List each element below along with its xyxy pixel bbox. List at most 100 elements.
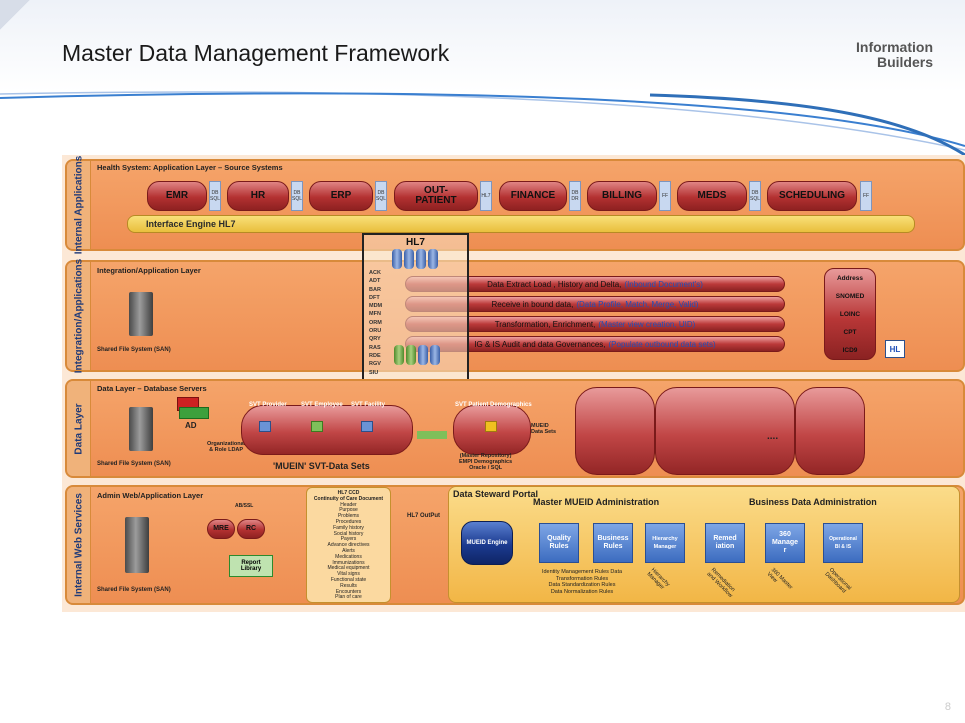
connector: DB SQL (749, 181, 761, 211)
server-icon (129, 292, 153, 336)
pipe-transformation: Transformation, Enrichment,(Master view … (405, 316, 785, 332)
band-label: Integration/Applications (67, 259, 91, 373)
db-cylinder (406, 345, 416, 365)
operational-bi-tile: Operational BI & IS (823, 523, 863, 563)
system-billing: BILLING (587, 181, 657, 211)
db-cylinder (418, 345, 428, 365)
band-heading: Data Layer – Database Servers (97, 384, 207, 393)
server-icon (129, 407, 153, 451)
mueid-engine: MUEID Engine (461, 521, 513, 565)
quality-rules-tile: Quality Rules (539, 523, 579, 563)
ad-label: AD (185, 421, 197, 430)
db-cluster-cylinder (655, 387, 795, 475)
db-cylinder (404, 249, 414, 269)
tree-node (361, 421, 373, 432)
connector: DB DR (569, 181, 581, 211)
reference-data-cylinder: Address SNOMED LOINC CPT ICD9 (824, 268, 876, 360)
svt-patient-label: SVT Patient Demographics (455, 402, 532, 408)
system-erp: ERP (309, 181, 373, 211)
mdm-framework-diagram: Internal Applications Health System: App… (62, 155, 965, 612)
db-cylinder (392, 249, 402, 269)
360-manager-tile: 360 Manage r (765, 523, 805, 563)
data-steward-portal: Data Steward Portal Master MUEID Adminis… (448, 486, 960, 603)
master-admin-title: Master MUEID Administration (533, 497, 660, 507)
tile-caption: Hierarchy Manager (645, 567, 671, 591)
tree-node (311, 421, 323, 432)
hl7-output-label: HL7 OutPut (407, 513, 440, 519)
pipe-audit-governance: IG & IS Audit and data Governances,(Popu… (405, 336, 785, 352)
arrow-icon (417, 431, 447, 439)
shared-file-system: Shared File System (SAN) (97, 347, 171, 353)
interface-engine-hl7: Interface Engine HL7 (127, 215, 915, 233)
band-label: Internal Applications (67, 156, 91, 254)
master-repository-label: (Master Repository) EMPI Demographics Or… (459, 453, 513, 471)
system-emr: EMR (147, 181, 207, 211)
tile-caption: 360 Master View (765, 567, 794, 591)
band-heading: Integration/Application Layer (97, 266, 201, 275)
pipe-receive-inbound: Receive in bound data,(Data Profile, Mat… (405, 296, 785, 312)
band-data-layer: Data Layer Data Layer – Database Servers… (65, 379, 965, 478)
db-cluster-cylinder (795, 387, 865, 475)
slide-header (0, 0, 965, 92)
band-label: Data Layer (67, 381, 91, 476)
shared-file-system: Shared File System (SAN) (97, 461, 171, 467)
corner-decoration (0, 0, 30, 30)
connector: DB SQL (375, 181, 387, 211)
rules-text: Identity Management Rules Data Transform… (541, 569, 623, 595)
server-icon (125, 517, 149, 573)
remediation-tile: Remed iation (705, 523, 745, 563)
svt-facility-label: SVT Facility (351, 402, 386, 408)
db-cylinder (428, 249, 438, 269)
mueid-data-sets-label: MUEID Data Sets (531, 423, 557, 435)
hl7-title: HL7 (406, 237, 425, 248)
hl-badge: HL (885, 340, 905, 358)
logo-line1: Information (856, 39, 933, 55)
band-internal-applications: Internal Applications Health System: App… (65, 156, 965, 254)
ssl-label: AB/SSL (235, 503, 254, 509)
svt-data-sets-label: 'MUEIN' SVT-Data Sets (273, 461, 370, 471)
band-integration: Integration/Applications Integration/App… (65, 259, 965, 373)
ad-tree (179, 407, 209, 419)
system-hr: HR (227, 181, 289, 211)
ldap-label: Organizational & Role LDAP (207, 441, 246, 453)
band-heading: Health System: Application Layer – Sourc… (97, 163, 283, 172)
band-label: Internal Web Services (67, 487, 91, 603)
page-number: 8 (944, 701, 951, 713)
db-cylinder (394, 345, 404, 365)
tile-caption: Remediation and Workflow (705, 567, 736, 599)
header-swoosh (0, 91, 965, 155)
portal-title: Data Steward Portal (453, 489, 539, 499)
svt-employee-label: SVT Employee (301, 402, 343, 408)
mre-box: MRE (207, 519, 235, 539)
rc-box: RC (237, 519, 265, 539)
db-cylinder (416, 249, 426, 269)
ccd-list: HL7 CCD Continuity of Care Document Head… (306, 487, 391, 603)
connector: DB SQL (291, 181, 303, 211)
hierarchy-manager-tile: Hierarchy Manager (645, 523, 685, 563)
report-library: Report Library (229, 555, 273, 577)
system-scheduling: SCHEDULING (767, 181, 857, 211)
connector: FF (659, 181, 671, 211)
logo-line2: Builders (876, 54, 933, 70)
system-finance: FINANCE (499, 181, 567, 211)
system-outpatient: OUT- PATIENT (394, 181, 478, 211)
pipe-extract-load: Data Extract Load , History and Delta,(I… (405, 276, 785, 292)
band-heading: Admin Web/Application Layer (97, 491, 204, 500)
shared-file-system: Shared File System (SAN) (97, 587, 171, 593)
business-admin-title: Business Data Administration (749, 497, 877, 507)
connector: HL7 (480, 181, 492, 211)
system-meds: MEDS (677, 181, 747, 211)
svt-provider-label: SVT Provider (249, 402, 287, 408)
db-cluster-cylinder (575, 387, 655, 475)
business-rules-tile: Business Rules (593, 523, 633, 563)
information-builders-logo: Information Builders (856, 40, 933, 70)
connector: DB SQL (209, 181, 221, 211)
connector: FF (860, 181, 872, 211)
tree-node (485, 421, 497, 432)
tile-caption: Operational Dashboard (823, 567, 853, 595)
tree-node (259, 421, 271, 432)
ellipsis-label: .... (767, 431, 779, 442)
